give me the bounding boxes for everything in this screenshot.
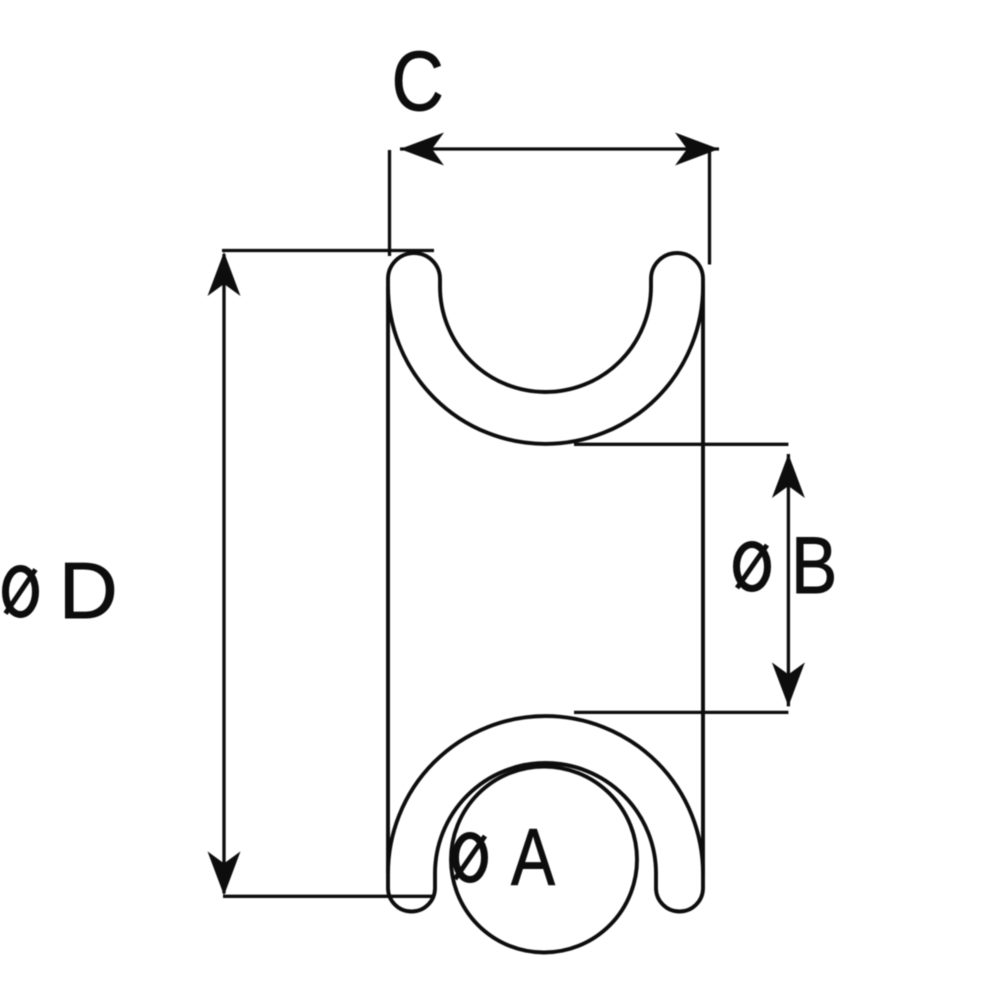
svg-text:B: B xyxy=(791,521,837,611)
svg-text:A: A xyxy=(511,813,555,903)
svg-text:D: D xyxy=(59,546,118,635)
svg-text:C: C xyxy=(392,34,444,128)
